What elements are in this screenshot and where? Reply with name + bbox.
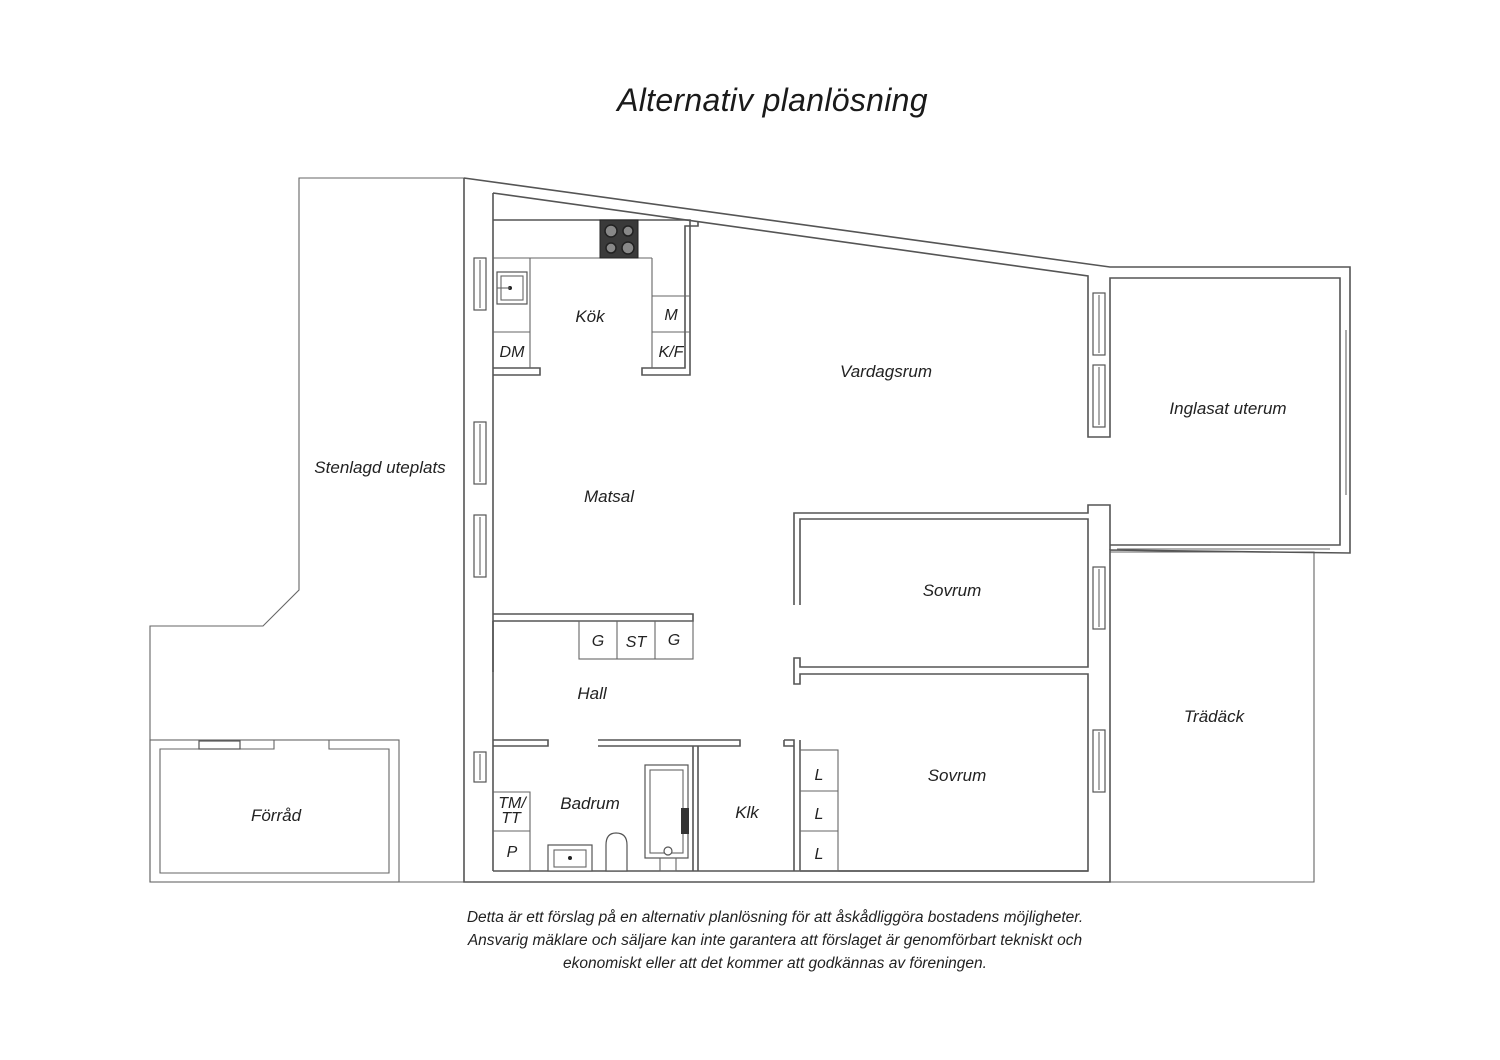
sovrum-wardrobes [799, 749, 839, 872]
room-label-klk: Klk [735, 803, 760, 822]
fixture-label-kf: K/F [659, 344, 685, 361]
inner-top-wall [492, 192, 1341, 871]
fixture-label-l3: L [815, 846, 824, 863]
hall-wardrobes [578, 620, 694, 660]
shower-icon [644, 764, 689, 859]
room-label-forrad: Förråd [251, 806, 302, 825]
disclaimer-line-3: ekonomiskt eller att det kommer att godk… [563, 955, 987, 972]
windows [473, 257, 1106, 793]
kitchen-fixtures [493, 219, 690, 368]
toilet-icon [605, 832, 628, 872]
room-labels: Kök Vardagsrum Inglasat uterum Stenlagd … [251, 307, 1287, 825]
fixture-label-dm: DM [500, 344, 526, 361]
room-label-tradack: Trädäck [1184, 707, 1246, 726]
disclaimer-line-1: Detta är ett förslag på en alternativ pl… [466, 909, 1084, 926]
fixture-label-st: ST [626, 634, 648, 651]
apartment-walls [463, 177, 1351, 883]
plan-title: Alternativ planlösning [617, 82, 928, 118]
room-label-inglasat-uterum: Inglasat uterum [1169, 399, 1286, 418]
room-label-matsal: Matsal [584, 487, 635, 506]
forrad-inner [159, 740, 390, 874]
outer-wall [463, 177, 1351, 883]
fixture-label-g1: G [592, 633, 604, 650]
sovrum1-walls [793, 504, 1111, 872]
outdoor-areas [149, 177, 1315, 883]
fixture-label-l2: L [815, 806, 824, 823]
disclaimer-text: Detta är ett förslag på en alternativ pl… [350, 906, 1200, 975]
kitchen-counter [493, 257, 690, 368]
fixture-label-tt: TT [501, 810, 522, 827]
bathroom-fixtures [493, 764, 689, 872]
kitchen-wall [493, 219, 699, 376]
room-label-stenlagd-uteplats: Stenlagd uteplats [314, 458, 446, 477]
room-label-badrum: Badrum [560, 794, 620, 813]
fixture-labels: DM M K/F G ST G TM/ TT P L L L [498, 307, 823, 863]
fixture-label-g2: G [668, 632, 680, 649]
room-label-sovrum-1: Sovrum [923, 581, 982, 600]
fixture-label-p: P [507, 844, 518, 861]
disclaimer-line-2: Ansvarig mäklare och säljare kan inte ga… [467, 932, 1083, 949]
room-label-vardagsrum: Vardagsrum [840, 362, 932, 381]
room-label-hall: Hall [577, 684, 608, 703]
fixture-label-l1: L [815, 767, 824, 784]
room-label-sovrum-2: Sovrum [928, 766, 987, 785]
hall-wall [493, 613, 694, 622]
uteplats-outline [149, 177, 464, 883]
bath-walls [493, 739, 801, 871]
forrad-window [198, 740, 241, 750]
fixture-label-m: M [664, 307, 678, 324]
room-label-kok: Kök [575, 307, 606, 326]
fixture-label-tm: TM/ [498, 795, 527, 812]
